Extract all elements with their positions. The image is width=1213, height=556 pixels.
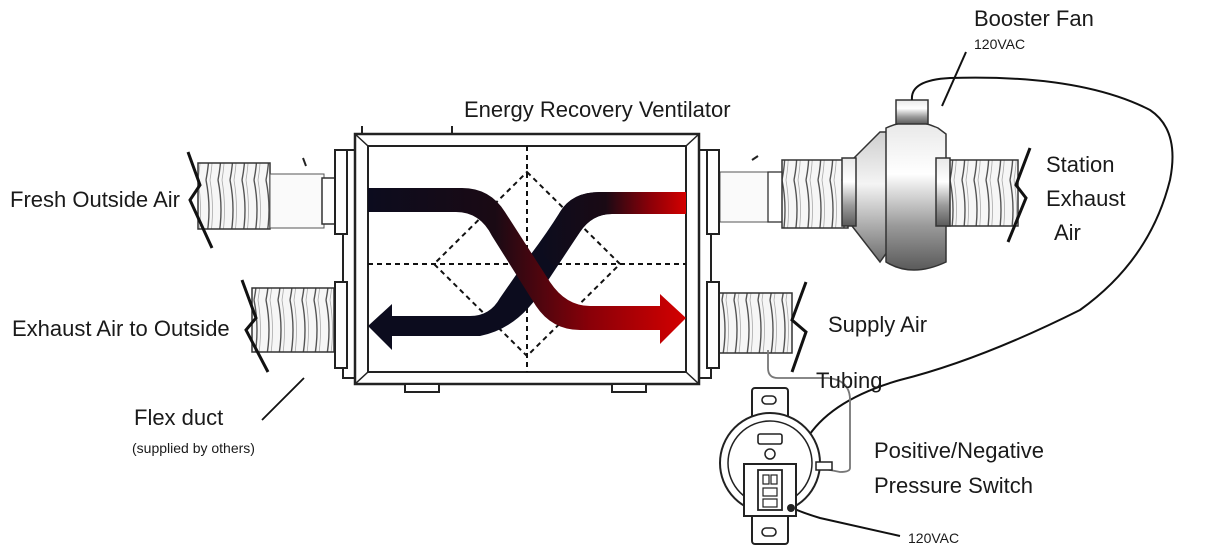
switch-power-line (787, 505, 901, 537)
erv-title: Energy Recovery Ventilator (464, 97, 731, 122)
booster-fan-voltage-label: 120VAC (974, 36, 1026, 52)
fresh-outside-air-label: Fresh Outside Air (10, 187, 180, 212)
booster-fan (841, 99, 951, 271)
fresh-air-arrow (368, 188, 686, 344)
flex-duct-exhaust-out (240, 279, 335, 373)
station-label-line3: Air (1054, 220, 1081, 245)
pressure-switch (719, 387, 833, 545)
wiring (261, 51, 1174, 537)
flex-duct-label: Flex duct (134, 405, 224, 430)
flex-duct-station-right (945, 147, 1032, 243)
tubing-line (767, 350, 851, 473)
switch-voltage-label: 120VAC (908, 530, 960, 546)
flex-duct-station-left (719, 159, 849, 229)
airflow-arrows (368, 188, 686, 350)
flex-duct-note-label: (supplied by others) (132, 440, 255, 456)
station-label-line2: Exhaust (1046, 186, 1126, 211)
booster-fan-leader (941, 51, 967, 107)
pressure-switch-label-line1: Positive/Negative (874, 438, 1044, 463)
station-label-line1: Station (1046, 152, 1115, 177)
flex-duct-fresh-air (186, 151, 345, 249)
exhaust-air-to-outside-label: Exhaust Air to Outside (12, 316, 230, 341)
booster-fan-label: Booster Fan (974, 6, 1094, 31)
tubing-label: Tubing (816, 368, 883, 393)
pressure-switch-label-line2: Pressure Switch (874, 473, 1033, 498)
fan-power-cord (777, 76, 1174, 489)
supply-air-label: Supply Air (828, 312, 928, 337)
flex-duct-supply (709, 281, 808, 373)
flex-duct-leader (261, 377, 305, 421)
